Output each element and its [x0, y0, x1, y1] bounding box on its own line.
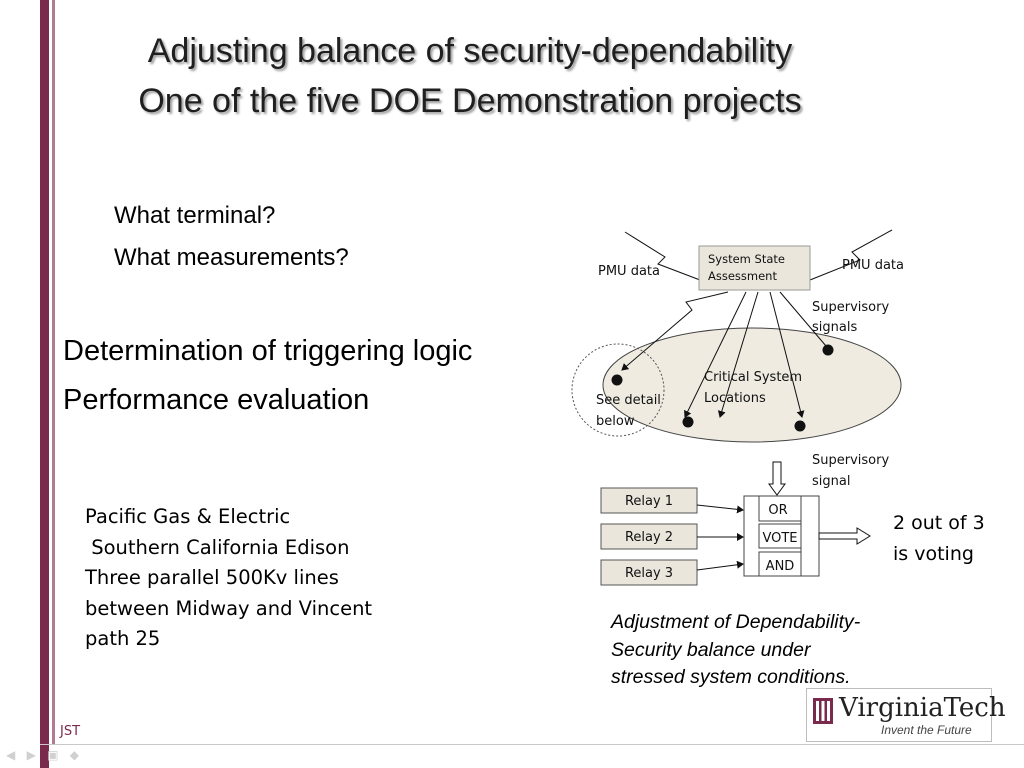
voting-note-line-2: is voting — [893, 543, 974, 565]
side-accent-bar — [40, 0, 49, 768]
supervisory-link — [779, 291, 827, 347]
signal-arrow-location-3 — [717, 291, 759, 418]
topic-triggering-logic: Determination of triggering logic — [63, 335, 473, 367]
author-initials: JST — [60, 724, 81, 739]
topic-performance-evaluation: Performance evaluation — [63, 384, 370, 416]
caption-line-3: stressed system conditions. — [611, 666, 851, 688]
supervisory-signals-label-2: signals — [812, 320, 857, 335]
logic-and-cell — [758, 551, 802, 577]
see-detail-label-2: below — [596, 414, 635, 429]
question-terminal: What terminal? — [114, 202, 276, 229]
footer-divider — [40, 744, 1024, 745]
signal-arrow-detail — [621, 291, 729, 371]
location-dot — [822, 344, 834, 356]
critical-locations-label-2: Locations — [704, 391, 766, 406]
relay-3-box — [600, 559, 698, 586]
project-detail-line: between Midway and Vincent — [85, 596, 373, 620]
pmu-data-left-label: PMU data — [598, 264, 660, 279]
slide-title: Adjusting balance of security-dependabil… — [60, 26, 880, 126]
logic-vote-cell — [758, 523, 802, 549]
project-detail-line: Three parallel 500Kv lines — [85, 566, 339, 589]
slide-title-line-2: One of the five DOE Demonstration projec… — [138, 82, 802, 120]
voting-note: 2 out of 3 is voting — [893, 508, 985, 570]
virginia-tech-logo: VirginiaTech Invent the Future — [806, 688, 1006, 742]
detail-circle — [571, 343, 665, 437]
logo-wordmark: VirginiaTech — [839, 693, 1006, 723]
critical-area-ellipse — [602, 327, 902, 443]
pmu-link-left — [624, 231, 701, 281]
logo-tagline: Invent the Future — [881, 723, 972, 737]
assessment-label-2: Assessment — [708, 269, 777, 283]
relay-2-label: Relay 2 — [625, 530, 673, 545]
caption-line-1: Adjustment of Dependability- — [611, 611, 861, 633]
caption-line-2: Security balance under — [611, 638, 811, 661]
project-detail-line: Pacific Gas & Electric — [85, 505, 291, 528]
signal-arrow-location-2 — [684, 291, 747, 418]
diagram-caption: Adjustment of Dependability- Security ba… — [611, 609, 860, 692]
relay-1-box — [600, 487, 698, 514]
location-dot — [611, 374, 623, 386]
supervisory-signal-label-2: signal — [812, 474, 850, 489]
pmu-link-right — [809, 229, 893, 281]
system-state-assessment-box — [698, 245, 811, 291]
logic-or-label: OR — [768, 503, 787, 518]
assessment-label-1: System State — [708, 252, 785, 266]
relay-3-arrow — [696, 560, 744, 571]
project-detail-line: path 25 — [85, 627, 161, 650]
logic-or-cell — [758, 495, 802, 522]
location-dot — [682, 416, 694, 428]
signal-arrow-location-4 — [769, 291, 805, 418]
pmu-data-right-label: PMU data — [842, 258, 904, 273]
logic-and-label: AND — [766, 559, 795, 574]
relay-2-box — [600, 523, 698, 550]
voting-note-line-1: 2 out of 3 — [893, 512, 985, 534]
university-emblem-icon — [813, 698, 833, 724]
project-details: Pacific Gas & Electric Southern Californ… — [85, 502, 372, 655]
question-measurements: What measurements? — [114, 244, 349, 271]
relay-3-label: Relay 3 — [625, 566, 673, 581]
location-dot — [794, 420, 806, 432]
project-detail-line: Southern California Edison — [85, 535, 350, 559]
critical-locations-label-1: Critical System — [704, 370, 802, 385]
see-detail-label-1: See detail — [596, 393, 661, 408]
relay-1-label: Relay 1 — [625, 494, 673, 509]
supervisory-down-arrow — [768, 461, 786, 496]
slide-title-line-1: Adjusting balance of security-dependabil… — [147, 32, 793, 70]
supervisory-signals-label-1: Supervisory — [812, 300, 889, 315]
relay-1-arrow — [696, 504, 744, 514]
system-diagram: System State Assessment PMU data PMU dat… — [571, 229, 904, 586]
supervisory-signal-label-1: Supervisory — [812, 453, 889, 468]
side-accent-line — [52, 0, 55, 745]
output-arrow — [818, 527, 871, 545]
slide-nav-icons[interactable]: ◀ ▶ ▣ ◆ — [6, 748, 84, 762]
logic-vote-label: VOTE — [762, 531, 797, 546]
